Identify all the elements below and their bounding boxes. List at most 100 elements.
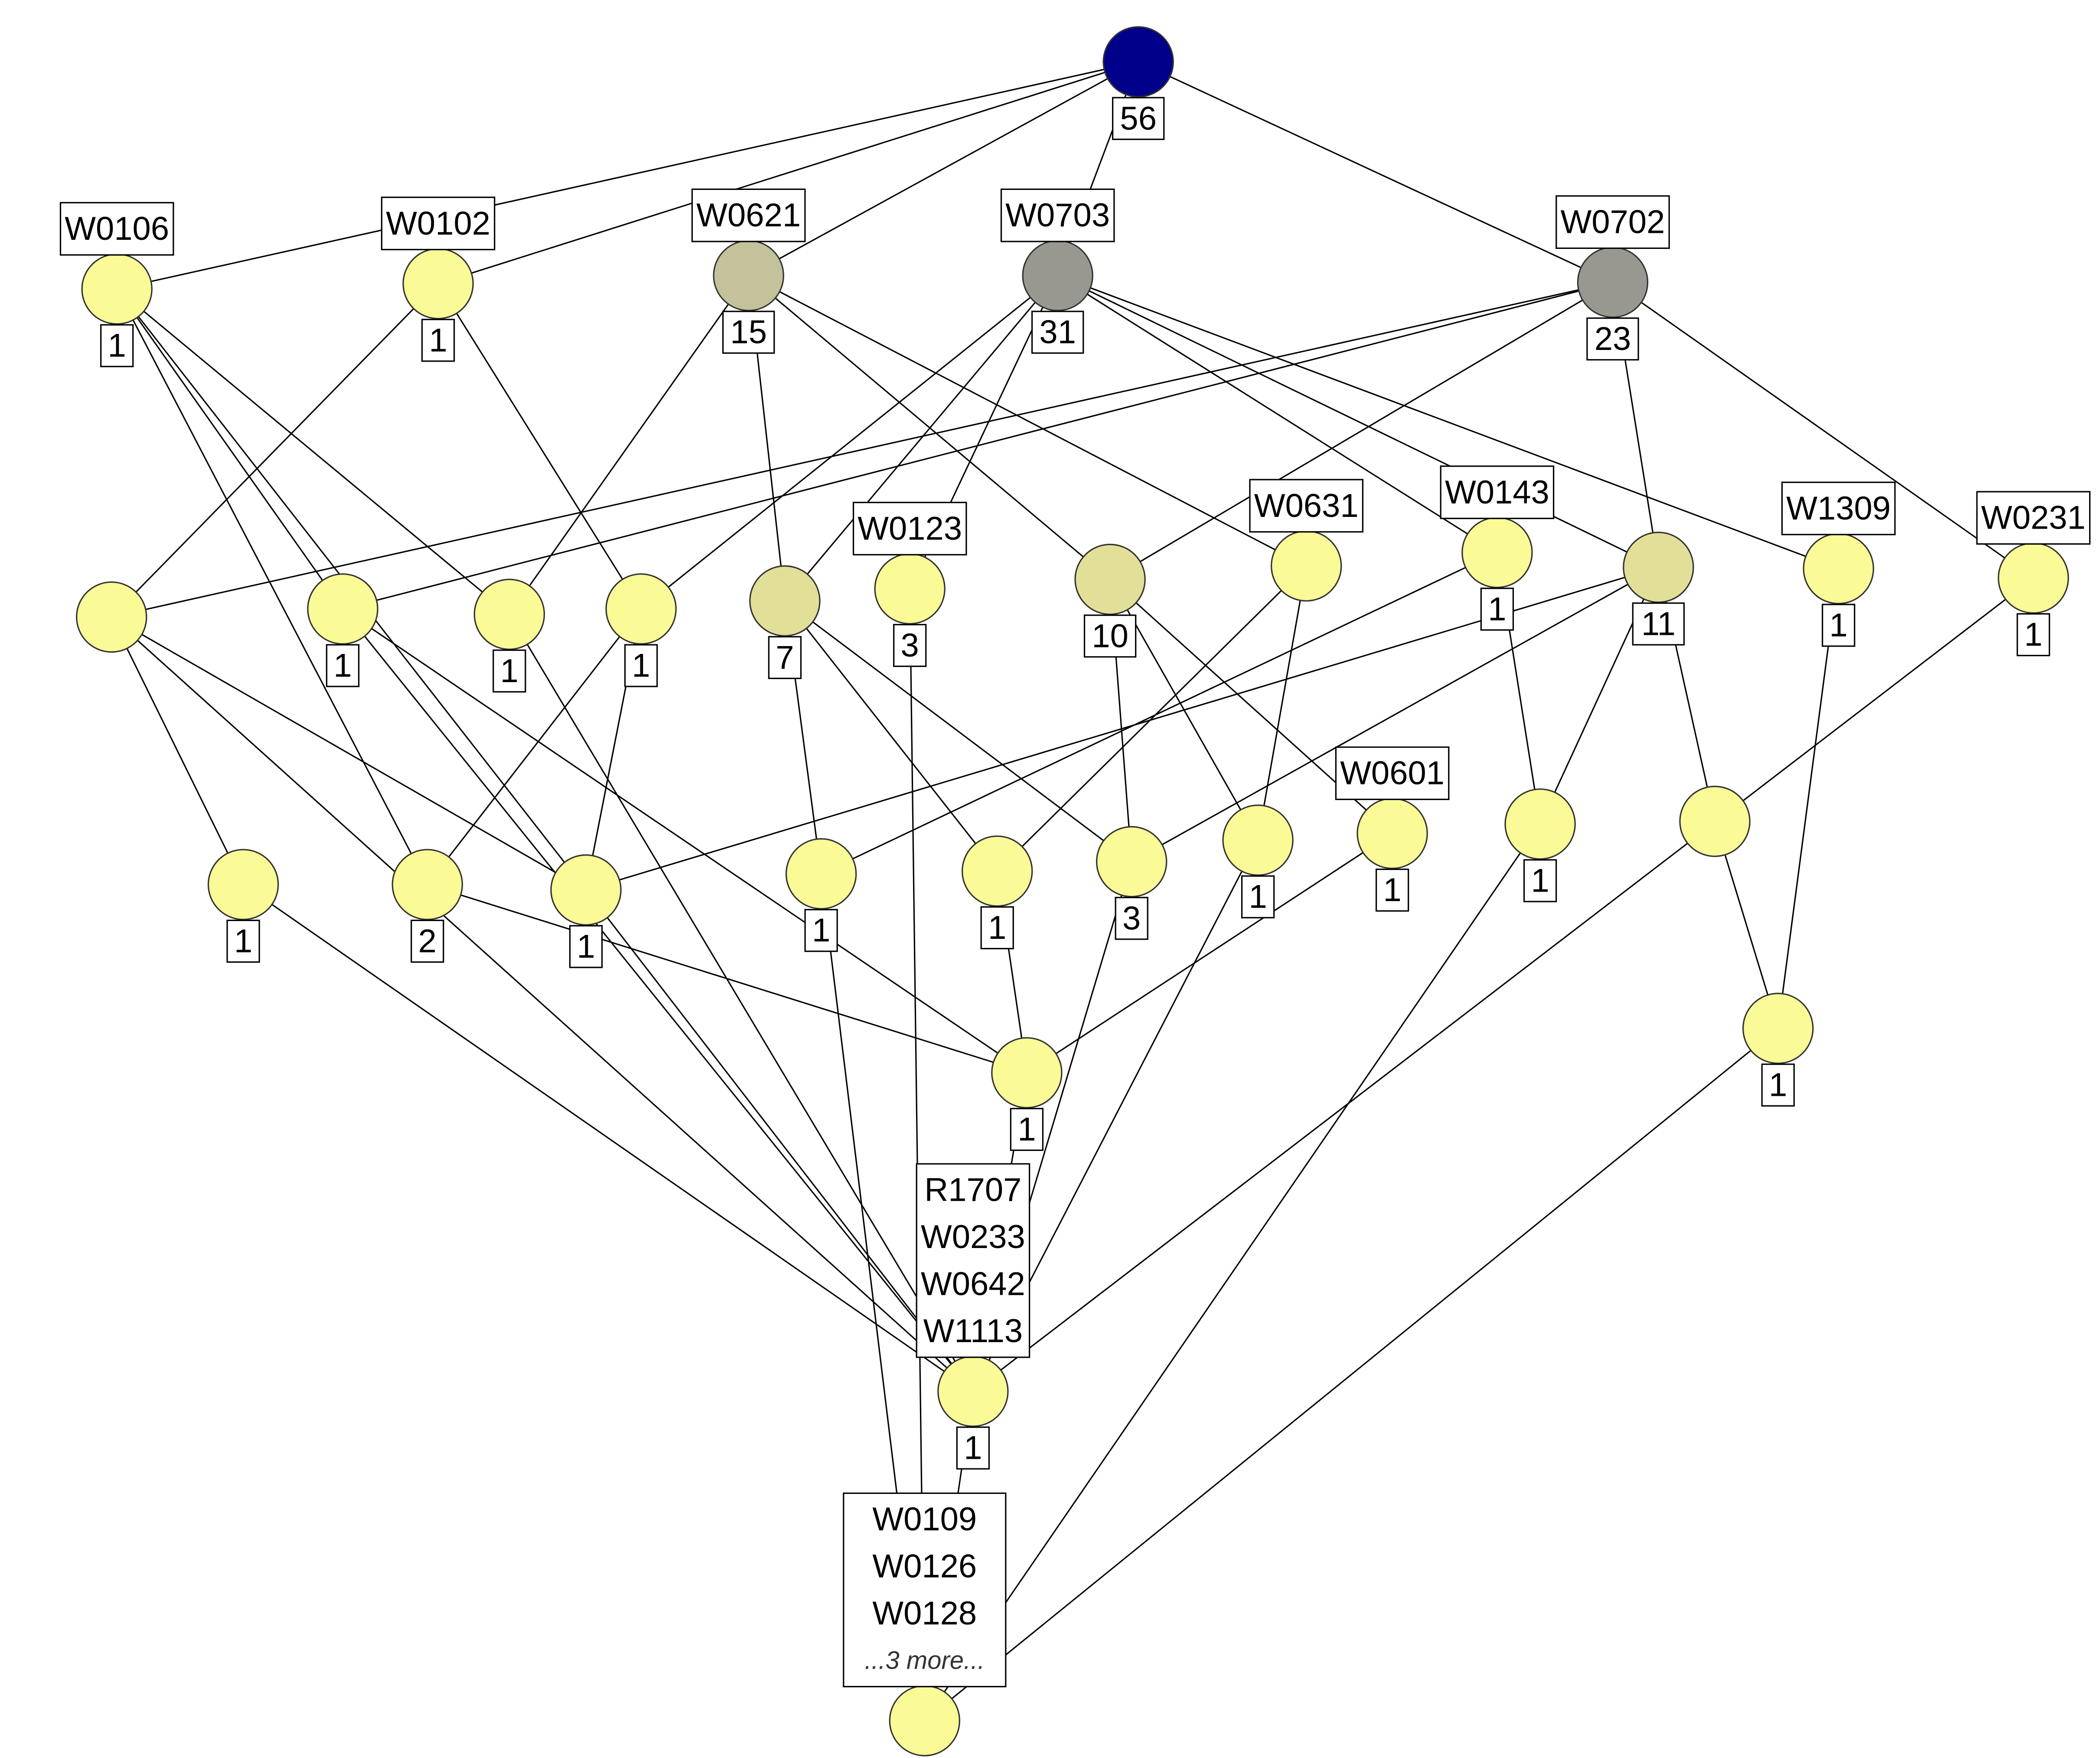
edge-m10-r6 bbox=[1131, 566, 1659, 863]
attribute-label-box bbox=[1555, 195, 1670, 249]
node-w0702[interactable] bbox=[1577, 246, 1649, 318]
attribute-label-text: W0631 bbox=[1254, 487, 1359, 524]
count-label-m4: 1 bbox=[624, 644, 658, 687]
node-s2[interactable] bbox=[1742, 993, 1814, 1064]
count-label-text: 1 bbox=[333, 647, 352, 684]
node-m3[interactable] bbox=[473, 578, 545, 650]
edge-top-w0702 bbox=[1138, 61, 1613, 283]
node-r9[interactable] bbox=[1504, 788, 1576, 860]
count-label-box bbox=[1632, 602, 1685, 646]
node-grp1[interactable] bbox=[937, 1356, 1009, 1427]
count-label-text: 1 bbox=[1488, 591, 1506, 627]
node-w0143[interactable] bbox=[1461, 516, 1533, 588]
count-label-top: 56 bbox=[1112, 97, 1165, 140]
count-label-box bbox=[1115, 897, 1148, 940]
attribute-label-box bbox=[1976, 491, 2091, 545]
count-label-box bbox=[1480, 588, 1514, 631]
node-r10[interactable] bbox=[1679, 785, 1751, 857]
count-label-r9: 1 bbox=[1523, 859, 1557, 902]
edge-w0106-m3 bbox=[116, 288, 510, 615]
attribute-label-box bbox=[381, 196, 496, 251]
count-label-m10: 11 bbox=[1632, 602, 1685, 646]
node-r5[interactable] bbox=[961, 835, 1033, 907]
edge-top-w0621 bbox=[748, 61, 1139, 276]
count-label-text: 1 bbox=[108, 327, 126, 364]
node-w1309[interactable] bbox=[1803, 533, 1874, 605]
edge-r9-bottom bbox=[924, 823, 1541, 1721]
node-r2[interactable] bbox=[391, 849, 463, 921]
edge-top-w0106 bbox=[117, 61, 1139, 290]
attribute-label-box bbox=[59, 202, 174, 256]
node-m5[interactable] bbox=[749, 565, 821, 637]
node-s1[interactable] bbox=[991, 1037, 1063, 1108]
count-label-text: 1 bbox=[429, 322, 447, 359]
node-w0106[interactable] bbox=[81, 253, 153, 325]
node-top[interactable] bbox=[1102, 26, 1174, 98]
node-r4[interactable] bbox=[785, 838, 857, 910]
count-label-r5: 1 bbox=[980, 906, 1014, 950]
edge-r1-grp1 bbox=[243, 884, 974, 1392]
node-m7[interactable] bbox=[1074, 543, 1146, 615]
count-label-box bbox=[569, 925, 603, 968]
count-label-text: 3 bbox=[1122, 900, 1141, 937]
count-label-w0231: 1 bbox=[2016, 613, 2050, 657]
node-r7[interactable] bbox=[1222, 804, 1294, 876]
edge-w0106-r2 bbox=[116, 288, 428, 885]
edge-w0702-w0231 bbox=[1612, 281, 2034, 579]
count-label-r4: 1 bbox=[804, 909, 838, 952]
count-label-text: 1 bbox=[500, 653, 518, 689]
count-label-box bbox=[1761, 1063, 1795, 1107]
node-m10[interactable] bbox=[1623, 531, 1694, 603]
node-w0231[interactable] bbox=[1998, 542, 2069, 614]
count-label-box bbox=[722, 310, 775, 354]
count-label-box bbox=[2016, 613, 2050, 657]
count-label-w0703: 31 bbox=[1031, 310, 1084, 354]
node-r1[interactable] bbox=[207, 849, 279, 921]
node-m4[interactable] bbox=[605, 573, 677, 645]
attribute-label-text: R1707 bbox=[924, 1172, 1021, 1209]
attribute-label-w0123: W0123 bbox=[852, 502, 967, 556]
count-label-w0143: 1 bbox=[1480, 588, 1514, 631]
count-label-box bbox=[1523, 859, 1557, 902]
node-w0703[interactable] bbox=[1022, 240, 1093, 311]
count-label-box bbox=[1586, 317, 1639, 361]
edge-m4-r2 bbox=[427, 608, 642, 885]
count-label-s1: 1 bbox=[1010, 1108, 1044, 1151]
edge-top-w0102 bbox=[438, 61, 1139, 284]
edge-r2-s1 bbox=[427, 884, 1027, 1074]
count-label-r6: 3 bbox=[1115, 897, 1148, 940]
more-attributes-text: ...3 more... bbox=[864, 1647, 985, 1675]
node-w0123[interactable] bbox=[874, 553, 946, 625]
node-w0102[interactable] bbox=[402, 248, 474, 320]
count-label-box bbox=[980, 906, 1014, 950]
edge-w0143-r4 bbox=[821, 552, 1498, 875]
edge-w0601-s1 bbox=[1026, 833, 1393, 1074]
count-label-text: 1 bbox=[964, 1430, 982, 1467]
edge-w0703-w0143 bbox=[1057, 275, 1498, 553]
count-label-box bbox=[1010, 1108, 1044, 1151]
node-m1[interactable] bbox=[76, 581, 147, 653]
edge-w0702-m2 bbox=[342, 281, 1613, 610]
edge-r3-grp1 bbox=[585, 889, 974, 1392]
attribute-label-text: W0601 bbox=[1340, 755, 1445, 792]
node-w0601[interactable] bbox=[1357, 797, 1428, 869]
count-label-w0601: 1 bbox=[1375, 868, 1409, 912]
edge-w0631-r5 bbox=[997, 565, 1307, 872]
attribute-label-box bbox=[1249, 479, 1363, 533]
count-label-r2: 2 bbox=[411, 919, 444, 963]
node-w0631[interactable] bbox=[1270, 530, 1342, 602]
node-m2[interactable] bbox=[307, 573, 378, 645]
edge-w0631-r7 bbox=[1257, 565, 1307, 840]
count-label-w0102: 1 bbox=[421, 319, 455, 362]
node-w0621[interactable] bbox=[713, 240, 784, 311]
node-r6[interactable] bbox=[1096, 826, 1167, 898]
node-bottom[interactable] bbox=[889, 1685, 960, 1757]
count-label-text: 56 bbox=[1120, 100, 1157, 137]
attribute-label-box bbox=[1440, 465, 1555, 520]
count-label-m5: 7 bbox=[768, 636, 802, 680]
node-r3[interactable] bbox=[550, 854, 622, 926]
edge-m10-r3 bbox=[586, 566, 1659, 891]
edge-m2-grp1 bbox=[342, 608, 974, 1392]
